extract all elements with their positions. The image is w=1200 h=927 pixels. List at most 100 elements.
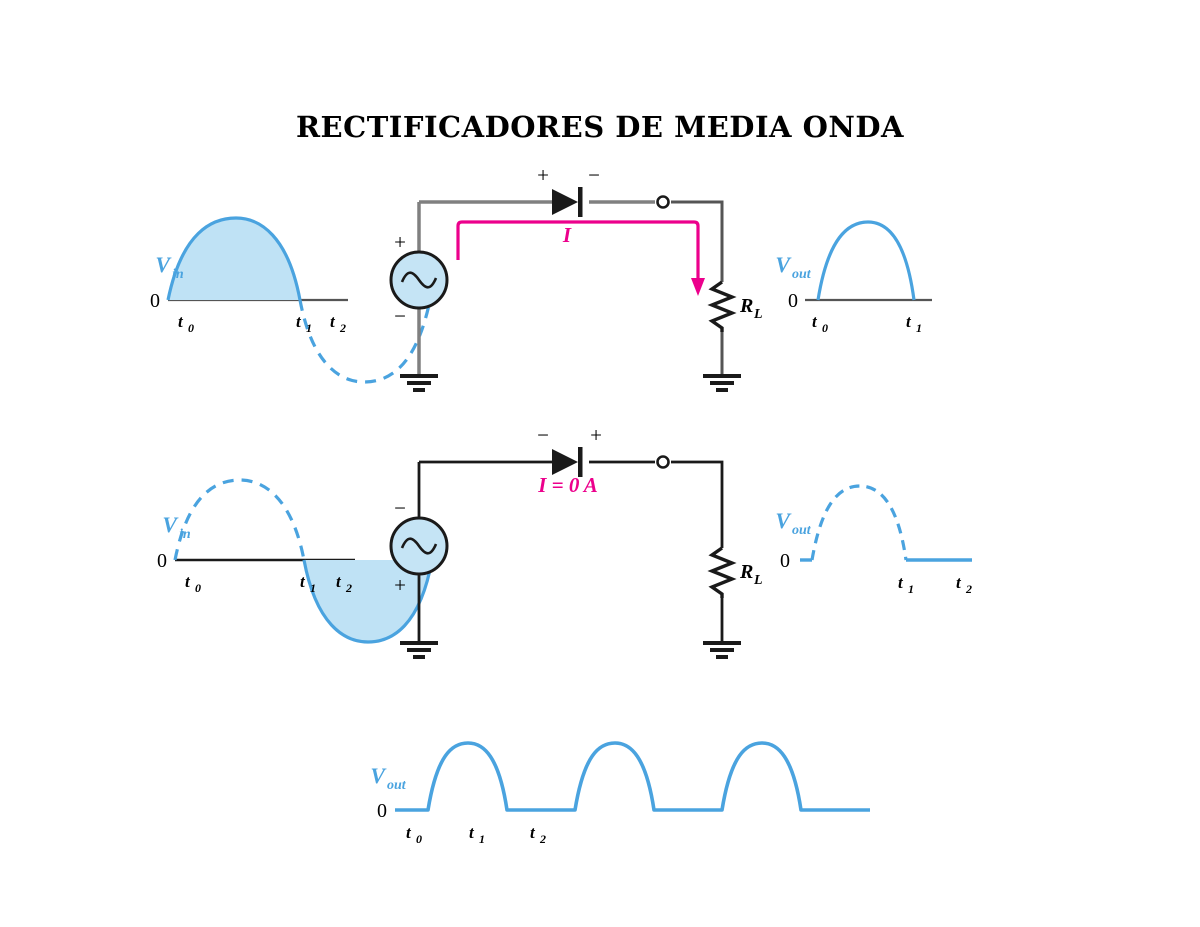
figure-forward-bias: V in 0 t 0 t 1 t 2 + −	[0, 160, 1200, 410]
zero-label: 0	[377, 800, 387, 822]
source-minus-sign: −	[394, 496, 406, 520]
zero-label: 0	[157, 550, 167, 572]
output-pulse-dashed	[810, 484, 908, 561]
tick-t1: t	[300, 572, 306, 591]
diode: − +	[537, 423, 602, 477]
page-title: RECTIFICADORES DE MEDIA ONDA	[295, 110, 905, 144]
tick-t0-sub: 0	[188, 321, 194, 335]
zero-label: 0	[150, 290, 160, 312]
current-label: I = 0 A	[537, 473, 598, 497]
input-waveform-forward: V in 0 t 0 t 1 t 2	[150, 216, 432, 384]
input-waveform-reverse: V in 0 t 0 t 1 t 2	[157, 478, 434, 644]
resistor-zigzag-icon	[707, 280, 737, 332]
ground-right	[703, 374, 741, 392]
tick-t0-sub: 0	[822, 321, 828, 335]
positive-half-dashed	[173, 478, 306, 561]
input-label: V	[162, 512, 179, 537]
ac-source: − +	[389, 496, 449, 597]
current-arrowhead-icon	[691, 278, 705, 296]
source-plus-sign: +	[394, 230, 406, 254]
diode-anode-sign: +	[537, 163, 549, 187]
tick-t0: t	[185, 572, 191, 591]
output-label: V	[370, 763, 387, 788]
positive-half-fill	[168, 218, 300, 300]
sine-glyph	[400, 537, 438, 555]
resistor-label: R	[739, 561, 753, 583]
tick-t1-sub: 1	[310, 581, 316, 595]
output-pulse-train	[395, 741, 870, 812]
tick-t2-sub: 2	[965, 582, 972, 596]
tick-t0: t	[812, 312, 818, 331]
tick-t0: t	[178, 312, 184, 331]
negative-half-dashed	[298, 299, 432, 384]
tick-t1-sub: 1	[908, 582, 914, 596]
tick-t2: t	[956, 573, 962, 592]
rectified-output-trace: V out 0 t 0 t 1 t 2	[370, 741, 870, 846]
tick-t1-sub: 1	[306, 321, 312, 335]
current-line	[456, 220, 700, 278]
tick-t0: t	[406, 823, 412, 842]
output-label: V	[775, 252, 792, 277]
resistor-zigzag-icon	[707, 546, 737, 598]
tick-t2-sub: 2	[345, 581, 352, 595]
source-minus-sign: −	[394, 304, 406, 328]
tick-t1: t	[469, 823, 475, 842]
diode-cathode-sign: −	[588, 163, 600, 187]
diode: + −	[537, 163, 600, 217]
sine-glyph	[400, 271, 438, 289]
circuit-forward-bias: + − + − I R L	[389, 163, 763, 392]
output-label: V	[775, 508, 792, 533]
open-terminal-icon	[656, 195, 670, 209]
tick-t1-sub: 1	[479, 832, 485, 846]
current-label: I	[562, 223, 572, 247]
ground-right	[703, 641, 741, 659]
resistor-label-sub: L	[753, 573, 763, 588]
resistor: R L	[707, 546, 763, 598]
diode-triangle-icon	[552, 449, 578, 475]
ground-left	[400, 374, 438, 392]
tick-t1: t	[898, 573, 904, 592]
diode-cathode-bar	[578, 187, 583, 217]
ground-left	[400, 641, 438, 659]
tick-t0-sub: 0	[416, 832, 422, 846]
input-label-sub: in	[179, 527, 191, 542]
wire-top-right	[671, 460, 724, 548]
tick-t1: t	[296, 312, 302, 331]
tick-t2: t	[530, 823, 536, 842]
figure-reverse-bias: V in 0 t 0 t 1 t 2 − +	[0, 420, 1200, 670]
input-label-sub: in	[172, 267, 184, 282]
output-waveform-forward: V out 0 t 0 t 1	[775, 220, 932, 335]
diode-triangle-icon	[552, 189, 578, 215]
output-label-sub: out	[387, 778, 407, 793]
resistor-label: R	[739, 295, 753, 317]
ac-source: + −	[389, 230, 449, 328]
diode-cathode-sign: +	[590, 423, 602, 447]
tick-t0-sub: 0	[195, 581, 201, 595]
circuit-reverse-bias: − + − + I = 0 A R L	[389, 423, 763, 659]
tick-t2: t	[330, 312, 336, 331]
negative-half-fill	[304, 560, 432, 642]
output-label-sub: out	[792, 523, 812, 538]
resistor: R L	[707, 280, 763, 332]
zero-label: 0	[788, 290, 798, 312]
input-label: V	[155, 252, 172, 277]
figure-output-waveform: V out 0 t 0 t 1 t 2	[0, 715, 1200, 855]
current-path: I	[456, 220, 705, 296]
wire-top-right	[671, 200, 724, 282]
resistor-label-sub: L	[753, 307, 763, 322]
output-pulse	[816, 220, 916, 301]
output-label-sub: out	[792, 267, 812, 282]
output-waveform-reverse: V out 0 t 1 t 2	[775, 484, 972, 596]
open-terminal-icon	[656, 455, 670, 469]
tick-t1-sub: 1	[916, 321, 922, 335]
negative-half-stroke	[302, 559, 434, 644]
tick-t1: t	[906, 312, 912, 331]
tick-t2-sub: 2	[339, 321, 346, 335]
diode-cathode-bar	[578, 447, 583, 477]
source-plus-sign: +	[394, 573, 406, 597]
positive-half-stroke	[166, 216, 302, 301]
diode-anode-sign: −	[537, 423, 549, 447]
zero-label: 0	[780, 550, 790, 572]
tick-t2: t	[336, 572, 342, 591]
tick-t2-sub: 2	[539, 832, 546, 846]
